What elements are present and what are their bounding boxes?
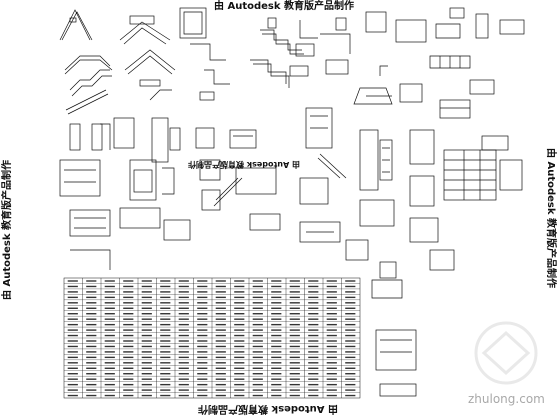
watermark-logo-icon <box>474 321 538 385</box>
schedule-table-grid <box>64 278 360 398</box>
detail-group-lower-left <box>69 207 191 270</box>
schedule-table-cells <box>67 280 356 397</box>
detail-group-middle-left <box>59 117 277 211</box>
autodesk-stamp-right: 由 Autodesk 教育版产品制作 <box>545 148 556 289</box>
watermark-text: zhulong.com <box>468 392 545 406</box>
autodesk-stamp-top: 由 Autodesk 教育版产品制作 <box>214 1 355 12</box>
detail-group-right <box>371 129 523 397</box>
autodesk-stamp-bottom: 由 Autodesk 教育版产品制作 <box>197 403 338 414</box>
detail-group-middle <box>213 107 395 261</box>
autodesk-stamp-left: 由 Autodesk 教育版产品制作 <box>2 159 13 300</box>
autodesk-stamp-middle: 由 Autodesk 教育版产品制作 <box>187 160 300 169</box>
detail-group-top-left <box>59 7 230 115</box>
detail-group-top-right <box>353 7 525 119</box>
detail-group-top-middle <box>250 17 351 88</box>
